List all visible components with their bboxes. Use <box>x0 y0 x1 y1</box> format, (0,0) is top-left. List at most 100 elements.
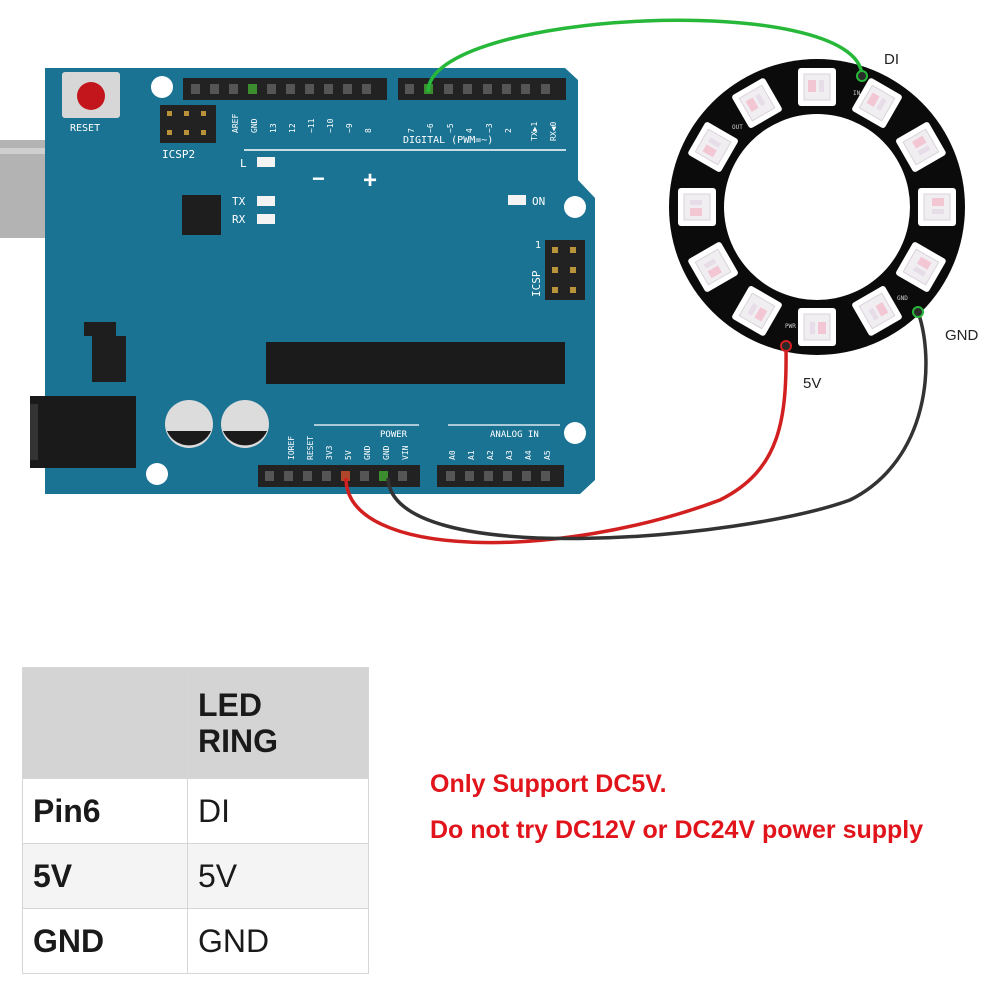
led-pixel <box>798 308 836 346</box>
signal-wire <box>426 18 864 93</box>
table-row: Pin6 DI <box>22 778 369 844</box>
pin-label-6: ~6 <box>426 123 435 133</box>
connection-table: LED RING Pin6 DI 5V 5V GND GND <box>22 667 369 974</box>
power-header-label: POWER <box>380 430 408 440</box>
di-label: DI <box>884 51 899 68</box>
pin-label-a1: A1 <box>467 450 476 460</box>
table-header-empty <box>22 667 188 779</box>
led-rx <box>257 214 275 224</box>
table-row: 5V 5V <box>22 843 369 909</box>
pin-label-5: ~5 <box>446 123 455 133</box>
power-jack <box>30 396 136 468</box>
silk-gnd: GND <box>897 295 908 302</box>
pin-label-rx0: RX◀0 <box>549 122 558 141</box>
led-pixel <box>896 122 946 172</box>
table-cell-ring: DI <box>187 778 369 844</box>
led-ring-hole <box>724 114 910 300</box>
table-cell-ring: 5V <box>187 843 369 909</box>
pin-label-reset: RESET <box>306 436 315 460</box>
led-l <box>257 157 275 167</box>
pin-label-gnd-1: GND <box>363 445 372 460</box>
pin-label-5v: 5V <box>344 450 353 460</box>
pin-label-2: 2 <box>504 128 513 133</box>
led-pixels <box>678 68 956 346</box>
arduino-board <box>45 68 595 494</box>
led-pixel <box>852 286 902 336</box>
gnd-label: GND <box>945 327 979 344</box>
pin-label-12: 12 <box>288 123 297 133</box>
silk-out: OUT <box>732 124 743 131</box>
reset-label: RESET <box>70 123 100 134</box>
led-l-label: L <box>240 157 247 170</box>
capacitor-2 <box>221 400 269 448</box>
pin-label-10: ~10 <box>326 118 335 133</box>
voltage-warning: Do not try DC12V or DC24V power supply <box>430 816 924 844</box>
pin-label-11: ~11 <box>307 118 316 133</box>
pin-label-3v3: 3V3 <box>325 445 334 460</box>
icsp-pin1: 1 <box>535 240 541 251</box>
pad-di <box>856 70 868 82</box>
led-pixel <box>896 242 946 292</box>
table-cell-pin: 5V <box>22 843 188 909</box>
pin-label-ioref: IOREF <box>287 436 296 460</box>
pin-label-tx1: TX▶1 <box>530 122 539 141</box>
icsp-header <box>545 240 585 300</box>
ground-wire <box>386 311 928 541</box>
pin-label-3: ~3 <box>485 123 494 133</box>
icsp-label: ICSP <box>530 270 543 297</box>
led-pixel <box>852 78 902 128</box>
microcontroller <box>266 342 565 384</box>
led-pixel <box>688 122 738 172</box>
plus-symbol: + <box>363 167 377 194</box>
analog-header <box>437 465 564 487</box>
digital-header-right <box>398 78 566 100</box>
table-cell-pin: Pin6 <box>22 778 188 844</box>
pin-label-a2: A2 <box>486 450 495 460</box>
led-pixel <box>678 188 716 226</box>
pin-label-aref: AREF <box>231 114 240 133</box>
led-pixel <box>732 286 782 336</box>
icsp2-label: ICSP2 <box>162 148 195 161</box>
pin-label-8: 8 <box>364 128 373 133</box>
voltage-regulator <box>84 322 116 336</box>
table-header-led-ring-text: LED RING <box>198 687 278 759</box>
power-wire <box>344 345 788 545</box>
voltage-note: Only Support DC5V. <box>430 770 667 798</box>
minus-symbol: − <box>312 166 325 191</box>
wiring-diagram: RESET ICSP2 AREF GND 13 12 ~11 ~10 ~9 8 … <box>0 18 979 545</box>
pad-5v <box>780 340 792 352</box>
pin-label-a0: A0 <box>448 450 457 460</box>
table-cell-pin: GND <box>22 908 188 974</box>
led-pixel <box>732 78 782 128</box>
digital-header-left <box>183 78 387 100</box>
led-on-label: ON <box>532 195 545 208</box>
led-tx <box>257 196 275 206</box>
led-tx-label: TX <box>232 195 246 208</box>
pin-label-13: 13 <box>269 123 278 133</box>
silk-pwr: PWR <box>785 323 796 330</box>
pad-gnd <box>912 306 924 318</box>
digital-header-label: DIGITAL (PWM=~) <box>403 135 493 146</box>
pin-label-gnd-2: GND <box>382 445 391 460</box>
icsp2-header <box>160 105 216 143</box>
led-pixel <box>918 188 956 226</box>
pin-label-gnd: GND <box>250 118 259 133</box>
pin-label-vin: VIN <box>401 445 410 460</box>
usb-chip <box>182 195 221 235</box>
table-header-led-ring: LED RING <box>187 667 369 779</box>
led-pixel <box>798 68 836 106</box>
led-on <box>508 195 526 205</box>
pin-label-a5: A5 <box>543 450 552 460</box>
v5-label: 5V <box>803 375 821 392</box>
table-row: GND GND <box>22 908 369 974</box>
pin-label-4: 4 <box>465 128 474 133</box>
table-header-row: LED RING <box>22 667 369 779</box>
pin-label-9: ~9 <box>345 123 354 133</box>
pin-label-7: 7 <box>407 128 416 133</box>
led-pixel <box>688 242 738 292</box>
pin-label-a3: A3 <box>505 450 514 460</box>
table-cell-ring: GND <box>187 908 369 974</box>
analog-header-label: ANALOG IN <box>490 430 539 440</box>
capacitor-1 <box>165 400 213 448</box>
pin-label-a4: A4 <box>524 450 533 460</box>
